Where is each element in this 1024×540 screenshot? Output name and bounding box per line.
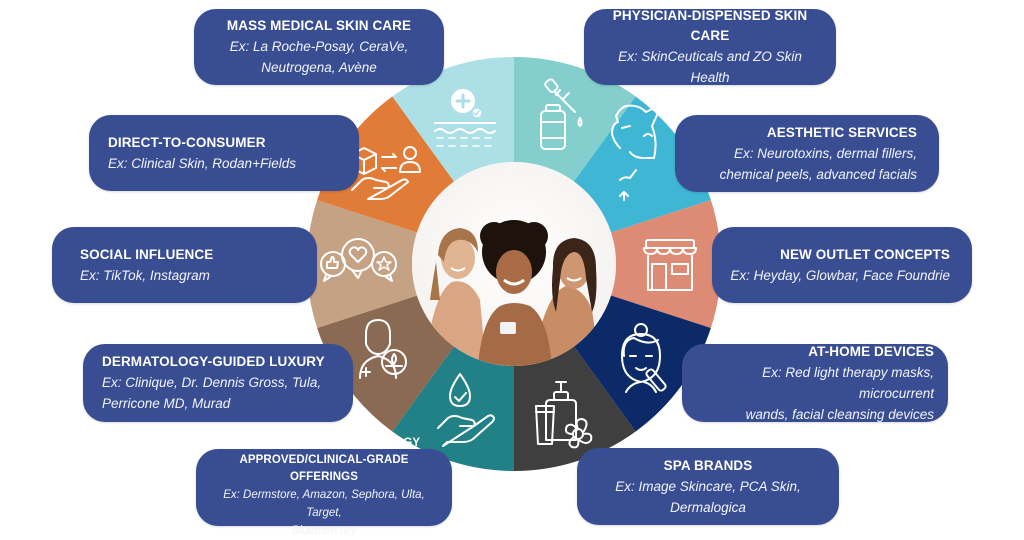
face-profile-lift-icon <box>611 103 663 201</box>
wheel-segment-at-home-devices <box>573 295 711 432</box>
box-title: DIRECT-TO-CONSUMER <box>108 134 266 150</box>
box-examples: Ex: Heyday, Glowbar, Face Foundrie <box>730 267 950 283</box>
box-aesthetic-services: AESTHETIC SERVICES Ex: Neurotoxins, derm… <box>675 115 939 192</box>
spa-products-flower-icon <box>535 381 593 449</box>
box-examples: Bluemercury <box>291 525 357 537</box>
box-examples: Dermalogica <box>670 499 746 515</box>
social-bubbles-icon <box>320 238 397 282</box>
box-examples: Ex: Image Skincare, PCA Skin, <box>615 478 801 494</box>
box-examples: Ex: TikTok, Instagram <box>80 267 210 283</box>
wheel-segment-physician-dispensed <box>514 57 636 182</box>
box-title: PHYSICIAN-DISPENSED SKIN CARE <box>612 8 808 43</box>
box-dermatology-guided-luxury: DERMATOLOGY-GUIDED LUXURY Ex: Clinique, … <box>83 344 353 422</box>
box-mass-medical-skin-care: MASS MEDICAL SKIN CARE Ex: La Roche-Posa… <box>194 9 444 85</box>
box-retailers-clinical-grade: RETAILERS WITH DERMATOLOGY APPROVED/CLIN… <box>196 437 452 537</box>
box-examples: Ex: La Roche-Posay, CeraVe, <box>229 39 409 54</box>
box-new-outlet-concepts: NEW OUTLET CONCEPTS Ex: Heyday, Glowbar,… <box>712 227 972 303</box>
box-examples: Perricone MD, Murad <box>102 396 231 411</box>
box-title: NEW OUTLET CONCEPTS <box>780 246 950 262</box>
box-title: SPA BRANDS <box>663 457 753 473</box>
box-exchange-hand-icon <box>351 146 421 200</box>
box-at-home-devices: AT-HOME DEVICES Ex: Red light therapy ma… <box>682 344 948 422</box>
box-title: RETAILERS WITH DERMATOLOGY <box>227 437 421 449</box>
wheel-segment-retailers <box>392 346 514 471</box>
box-examples: Neutrogena, Avène <box>261 60 377 75</box>
box-title: DERMATOLOGY-GUIDED LUXURY <box>102 354 325 369</box>
box-title: SOCIAL INFLUENCE <box>80 246 214 262</box>
box-social-influence: SOCIAL INFLUENCE Ex: TikTok, Instagram <box>52 227 317 303</box>
wheel-segment-aesthetic-services <box>573 96 711 233</box>
box-title: APPROVED/CLINICAL-GRADE OFFERINGS <box>239 454 409 483</box>
box-physician-dispensed: PHYSICIAN-DISPENSED SKIN CARE Ex: SkinCe… <box>584 8 836 85</box>
box-examples: chemical peels, advanced facials <box>719 166 917 182</box>
box-examples: Ex: SkinCeuticals and ZO Skin Health <box>618 49 802 85</box>
wheel-segment-mass-medical <box>392 57 514 182</box>
face-device-icon <box>621 323 667 393</box>
wheel-segment-social-influence <box>307 200 417 328</box>
medical-cross-skin-icon <box>434 89 496 147</box>
box-title: AT-HOME DEVICES <box>808 343 934 359</box>
hand-drop-check-icon <box>437 373 495 447</box>
center-photo <box>412 162 616 366</box>
storefront-icon <box>643 239 697 291</box>
wheel-segment-direct-to-consumer <box>317 96 455 233</box>
box-examples: Ex: Neurotoxins, dermal fillers, <box>733 145 917 161</box>
box-spa-brands: SPA BRANDS Ex: Image Skincare, PCA Skin,… <box>577 448 839 525</box>
box-examples: Ex: Dermstore, Amazon, Sephora, Ulta, Ta… <box>223 489 425 519</box>
box-examples: wands, facial cleansing devices <box>745 406 934 422</box>
box-examples: Ex: Clinical Skin, Rodan+Fields <box>108 155 296 171</box>
box-title: AESTHETIC SERVICES <box>766 124 917 140</box>
box-direct-to-consumer: DIRECT-TO-CONSUMER Ex: Clinical Skin, Ro… <box>89 115 359 191</box>
wheel-segments <box>307 57 721 471</box>
wheel-segment-spa-brands <box>514 346 636 471</box>
box-title: MASS MEDICAL SKIN CARE <box>226 18 412 33</box>
doctor-skin-icon <box>359 319 407 379</box>
dropper-bottle-icon <box>540 78 583 150</box>
wheel-segment-dermatology-luxury <box>317 295 455 432</box>
box-examples: Ex: Red light therapy masks, microcurren… <box>762 364 934 401</box>
box-examples: Ex: Clinique, Dr. Dennis Gross, Tula, <box>102 375 322 390</box>
